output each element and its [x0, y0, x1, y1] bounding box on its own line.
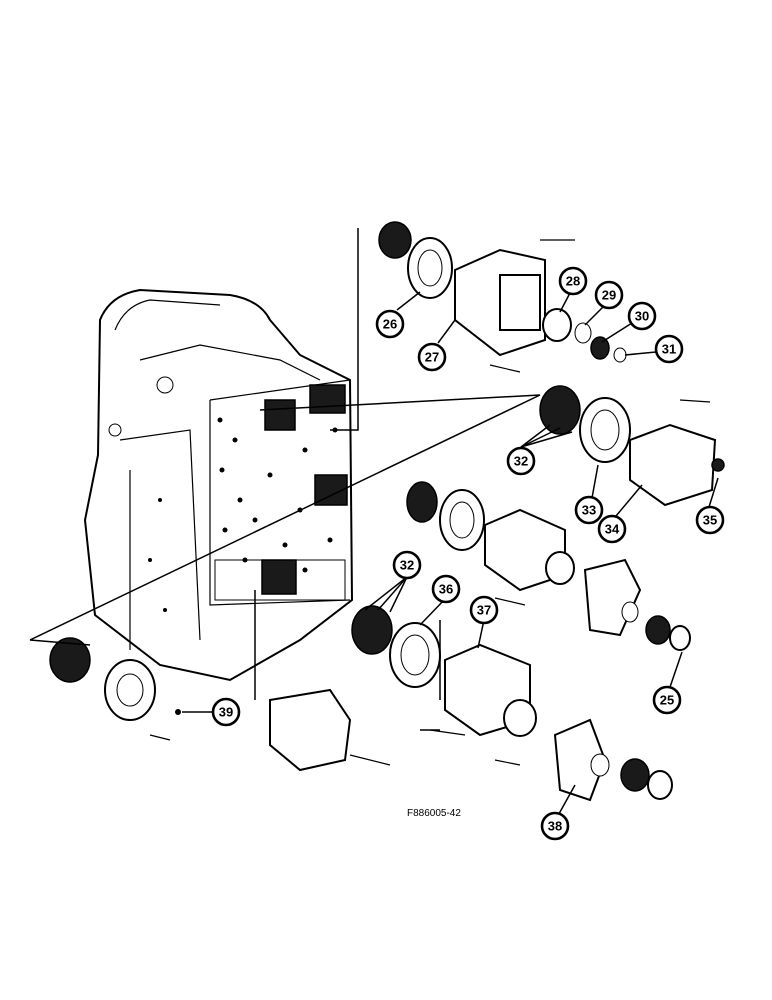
svg-text:39: 39	[219, 705, 233, 720]
figure-id: F886005-42	[407, 808, 461, 819]
upper-assembly	[378, 221, 627, 373]
callout-25: 25	[652, 685, 682, 715]
callout-28: 28	[558, 266, 588, 296]
svg-text:26: 26	[383, 317, 397, 332]
svg-text:25: 25	[660, 693, 674, 708]
assembly-guide-lines	[29, 228, 541, 731]
svg-text:33: 33	[582, 503, 596, 518]
svg-text:31: 31	[662, 342, 676, 357]
callout-34: 34	[597, 514, 627, 544]
svg-text:28: 28	[566, 274, 580, 289]
callout-31: 31	[654, 334, 684, 364]
callout-29: 29	[594, 280, 624, 310]
left-lower-assembly	[49, 637, 391, 772]
callout-39: 39	[211, 697, 241, 727]
svg-text:32: 32	[514, 454, 528, 469]
svg-text:38: 38	[548, 819, 562, 834]
transmission-housing	[83, 288, 354, 682]
lower-assembly	[351, 605, 673, 802]
svg-text:30: 30	[635, 309, 649, 324]
svg-text:29: 29	[602, 288, 616, 303]
callout-35: 35	[695, 505, 725, 535]
svg-text:35: 35	[703, 513, 717, 528]
middle-right-assembly	[539, 385, 725, 507]
callouts: 26 27 28 29 30 31 32 33 34 35 32 36 37 2…	[211, 266, 725, 841]
callout-38: 38	[540, 811, 570, 841]
svg-text:27: 27	[425, 350, 439, 365]
svg-text:37: 37	[477, 603, 491, 618]
svg-text:32: 32	[400, 558, 414, 573]
middle-assembly	[406, 481, 691, 651]
callout-26: 26	[375, 309, 405, 339]
callout-37: 37	[469, 595, 499, 625]
svg-text:34: 34	[605, 522, 620, 537]
callout-32-upper: 32	[506, 446, 536, 476]
svg-text:36: 36	[439, 582, 453, 597]
callout-33: 33	[574, 495, 604, 525]
callout-30: 30	[627, 301, 657, 331]
callout-36: 36	[431, 574, 461, 604]
callout-32-lower: 32	[392, 550, 422, 580]
callout-27: 27	[417, 342, 447, 372]
